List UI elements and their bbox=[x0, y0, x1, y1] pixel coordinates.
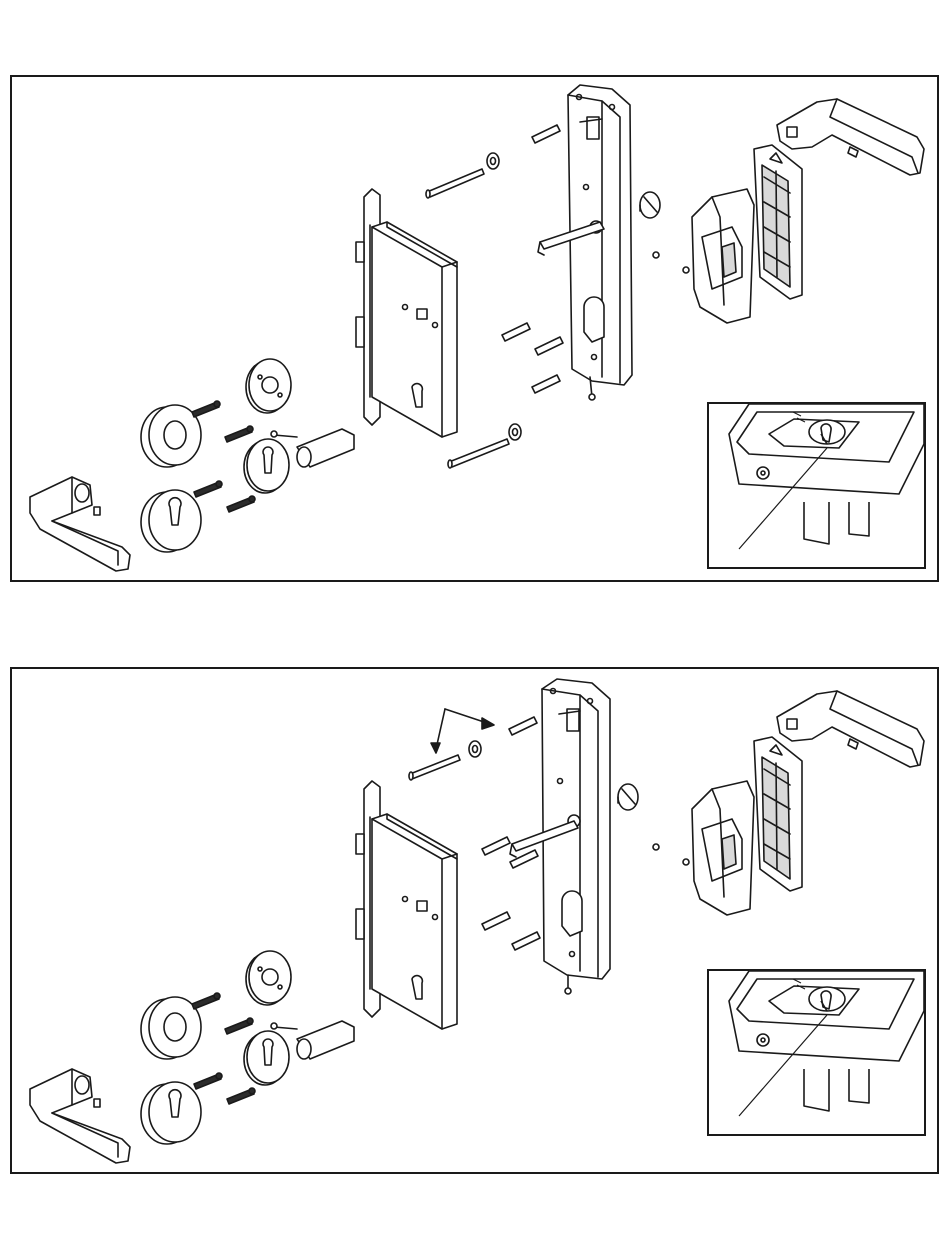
plastic-plug bbox=[618, 784, 638, 810]
lever-handle-left bbox=[30, 1069, 130, 1163]
threaded-posts bbox=[482, 717, 540, 950]
rose-outer-upper bbox=[141, 997, 201, 1059]
escutcheon-outer-lower bbox=[141, 1082, 201, 1144]
detail-inset-top bbox=[707, 402, 926, 569]
rose-outer-upper bbox=[141, 405, 201, 467]
electronics-module bbox=[692, 781, 754, 915]
detail-inset-bottom bbox=[707, 969, 926, 1136]
mortise-lock bbox=[356, 189, 457, 437]
lever-handle-right bbox=[777, 691, 924, 767]
long-screw bbox=[409, 755, 460, 780]
lever-handle-left bbox=[30, 477, 130, 571]
assembly-panel-top bbox=[10, 75, 939, 582]
mortise-lock bbox=[356, 781, 457, 1029]
keyway-detail-top bbox=[709, 404, 924, 567]
backplate bbox=[568, 85, 632, 400]
escutcheon-outer-lower bbox=[141, 490, 201, 552]
rose-inner-upper bbox=[246, 359, 291, 413]
washers bbox=[487, 153, 521, 440]
lever-handle-right bbox=[777, 99, 924, 175]
threaded-posts bbox=[502, 125, 563, 393]
callout-arrows bbox=[431, 709, 494, 753]
small-screws bbox=[653, 844, 689, 865]
cover-frame bbox=[754, 737, 802, 891]
washer bbox=[469, 741, 481, 757]
escutcheon-inner-lower bbox=[244, 439, 289, 493]
escutcheon-inner-lower bbox=[244, 1031, 289, 1085]
rose-inner-upper bbox=[246, 951, 291, 1005]
cover-frame bbox=[754, 145, 802, 299]
plastic-plug bbox=[640, 192, 660, 218]
electronics-module bbox=[692, 189, 754, 323]
assembly-panel-bottom bbox=[10, 667, 939, 1174]
keyway-detail-bottom bbox=[709, 971, 924, 1134]
small-screws bbox=[653, 252, 689, 273]
